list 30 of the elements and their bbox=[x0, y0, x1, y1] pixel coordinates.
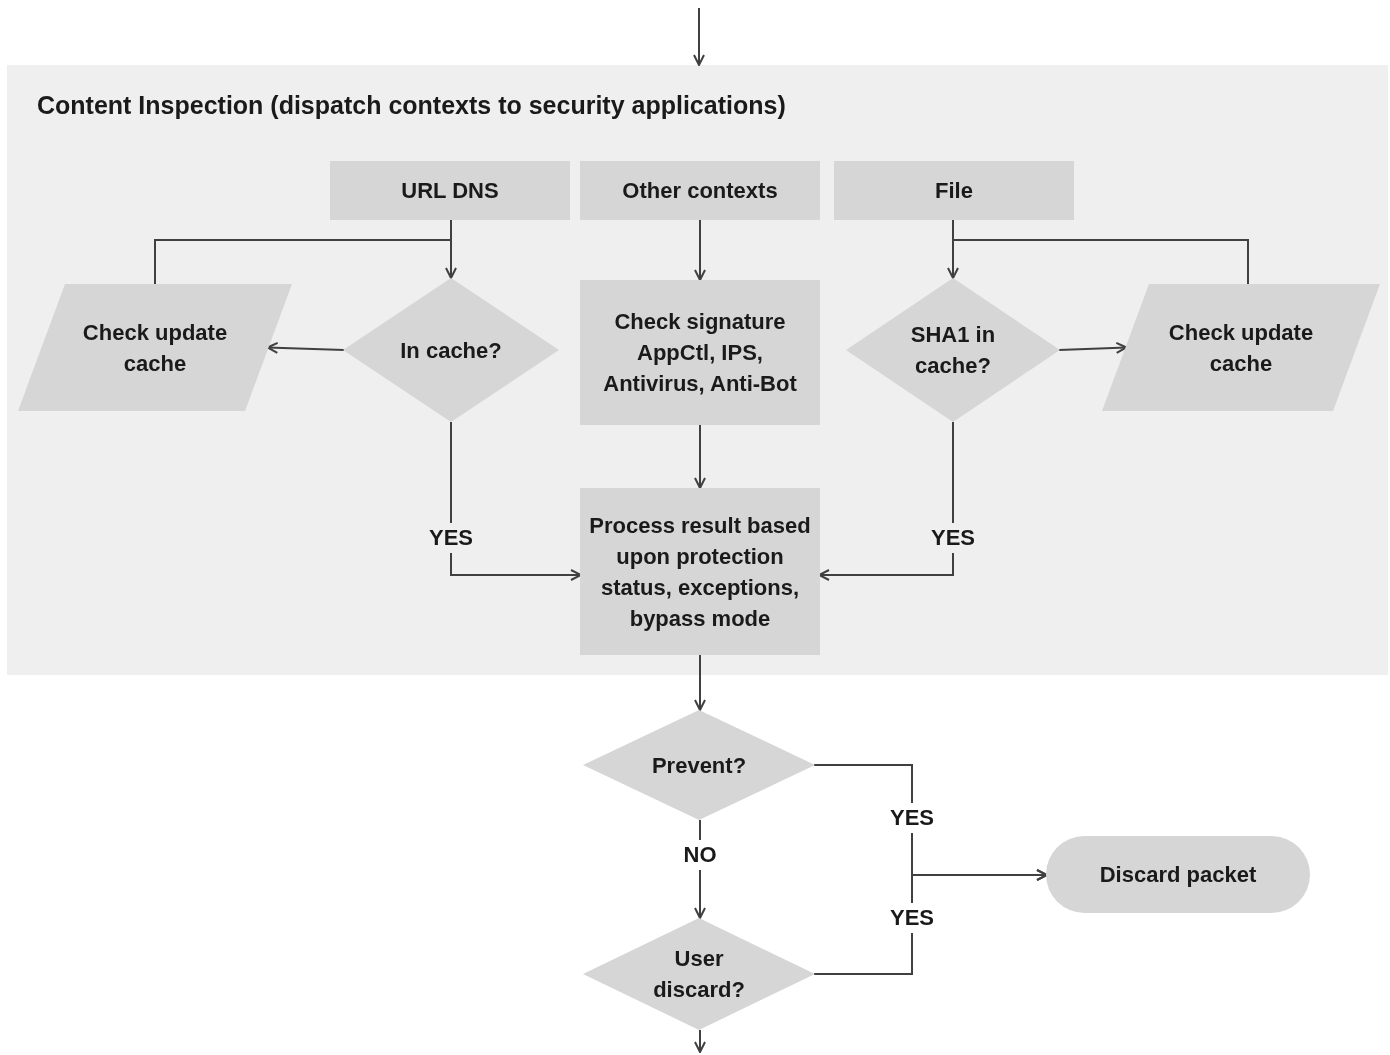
decision-diamond: Prevent? bbox=[583, 710, 815, 820]
process-box: Check signature AppCtl, IPS, Antivirus, Anti-Bot bbox=[580, 280, 820, 425]
process-box: Process result based upon protection status, exceptions, bypass mode bbox=[580, 488, 820, 655]
arrow bbox=[694, 424, 706, 489]
arrow bbox=[266, 341, 345, 354]
decision-diamond: User discard? bbox=[583, 918, 815, 1030]
process-box: URL DNS bbox=[330, 161, 570, 220]
data-parallelogram: Check update cache bbox=[1102, 284, 1380, 411]
edge-label: YES bbox=[887, 903, 937, 933]
edge-label: YES bbox=[928, 523, 978, 553]
inspection-panel bbox=[7, 65, 1388, 675]
decision-diamond: SHA1 in cache? bbox=[846, 278, 1060, 422]
panel-heading: Content Inspection (dispatch contexts to security applications) bbox=[37, 91, 786, 120]
arrow bbox=[694, 654, 706, 711]
edge-label: YES bbox=[887, 803, 937, 833]
data-parallelogram: Check update cache bbox=[18, 284, 292, 411]
arrow bbox=[818, 421, 954, 581]
arrow bbox=[445, 219, 457, 279]
arrow bbox=[813, 869, 1048, 975]
arrow bbox=[694, 219, 706, 281]
connector-line bbox=[952, 219, 1249, 285]
arrow bbox=[694, 1029, 706, 1053]
arrow bbox=[693, 7, 705, 66]
process-box: Other contexts bbox=[580, 161, 820, 220]
edge-label: YES bbox=[426, 523, 476, 553]
terminal-box: Discard packet bbox=[1046, 836, 1310, 913]
decision-diamond: In cache? bbox=[343, 278, 559, 422]
arrow bbox=[1058, 341, 1128, 354]
arrow bbox=[450, 421, 582, 581]
process-box: File bbox=[834, 161, 1074, 220]
